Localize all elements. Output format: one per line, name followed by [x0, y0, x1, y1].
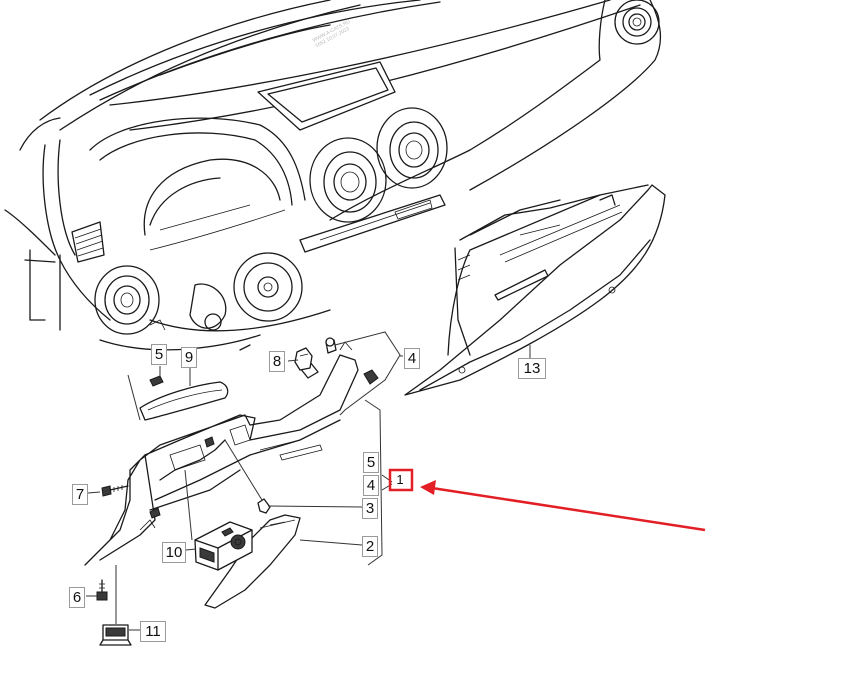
- clip-part-8: [294, 347, 313, 371]
- arrow-line: [431, 486, 706, 532]
- clip-part-3: [257, 498, 271, 514]
- callout-8[interactable]: 8: [269, 351, 285, 372]
- screw-part-6: [96, 579, 108, 601]
- callout-9[interactable]: 9: [181, 347, 197, 368]
- trim-panel: [84, 341, 359, 566]
- trim-strip-part-9: [139, 375, 229, 421]
- callout-4-lower[interactable]: 4: [363, 475, 379, 496]
- screw-part-7: [101, 485, 129, 497]
- callout-2[interactable]: 2: [362, 536, 378, 557]
- clip-part-4: [325, 337, 379, 385]
- callout-13[interactable]: 13: [518, 358, 546, 379]
- callout-5-lower[interactable]: 5: [363, 452, 379, 473]
- callout-4[interactable]: 4: [404, 348, 420, 369]
- highlight-box: [388, 468, 414, 492]
- callout-11[interactable]: 11: [140, 621, 166, 642]
- arrow-left-icon: [420, 480, 436, 495]
- callout-10[interactable]: 10: [162, 542, 186, 563]
- light-switch-part-10: [194, 521, 253, 571]
- callout-5[interactable]: 5: [151, 344, 167, 365]
- callout-3[interactable]: 3: [362, 498, 378, 519]
- callout-1[interactable]: 1: [396, 472, 404, 487]
- callout-6[interactable]: 6: [69, 587, 85, 608]
- callout-7[interactable]: 7: [72, 484, 88, 505]
- glove-box-part-13: [404, 184, 666, 396]
- dashboard-drawing: [4, 0, 662, 351]
- highlight-annotation: [388, 468, 706, 532]
- connector-part-11: [99, 624, 132, 646]
